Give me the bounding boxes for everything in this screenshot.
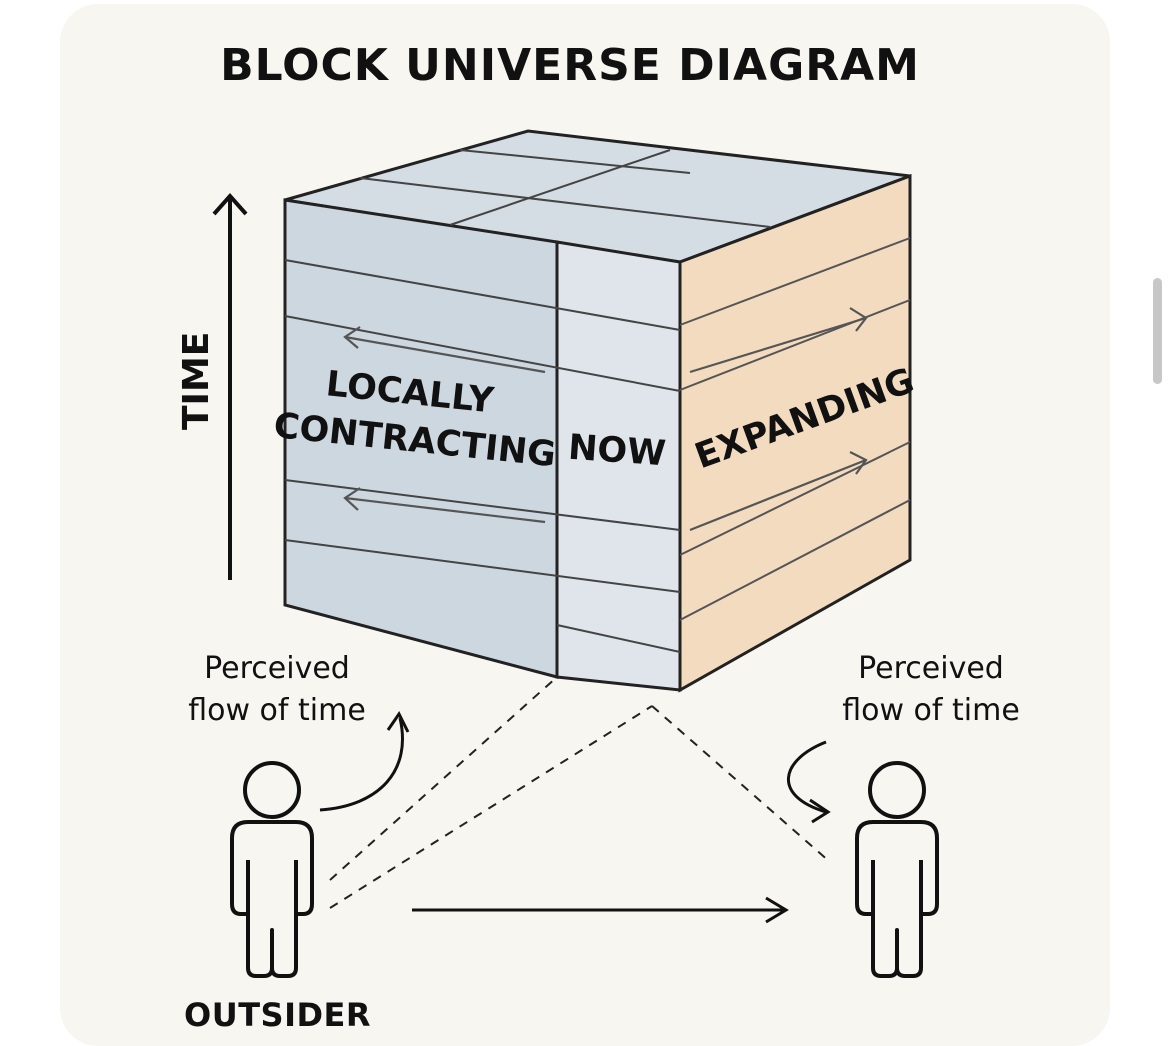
observer-person-icon	[855, 761, 939, 978]
right-caption-line1: Perceived	[858, 651, 1004, 686]
left-perceived-flow-caption: Perceived flow of time	[182, 648, 372, 732]
right-flow-arrow	[787, 740, 831, 824]
time-axis-label: TIME	[176, 332, 217, 430]
scrollbar-thumb[interactable]	[1153, 278, 1162, 384]
right-perceived-flow-caption: Perceived flow of time	[836, 648, 1026, 732]
left-face-slices	[284, 259, 681, 653]
time-axis	[212, 192, 248, 580]
expanding-arrows	[689, 307, 868, 532]
now-label: NOW	[567, 428, 667, 475]
right-face-slices	[679, 237, 911, 621]
outsider-person-icon	[230, 761, 314, 978]
outsider-label: OUTSIDER	[184, 996, 372, 1034]
sight-lines	[329, 676, 831, 909]
left-caption-line1: Perceived	[204, 651, 350, 686]
contracting-arrows	[343, 326, 546, 524]
diagram-title: BLOCK UNIVERSE DIAGRAM	[220, 40, 920, 91]
outsider-motion-arrow	[412, 896, 789, 924]
cube-right-face	[678, 173, 912, 693]
left-caption-line2: flow of time	[188, 693, 366, 728]
left-flow-arrow	[319, 711, 410, 812]
top-face-grid	[359, 149, 771, 228]
right-caption-line2: flow of time	[842, 693, 1020, 728]
